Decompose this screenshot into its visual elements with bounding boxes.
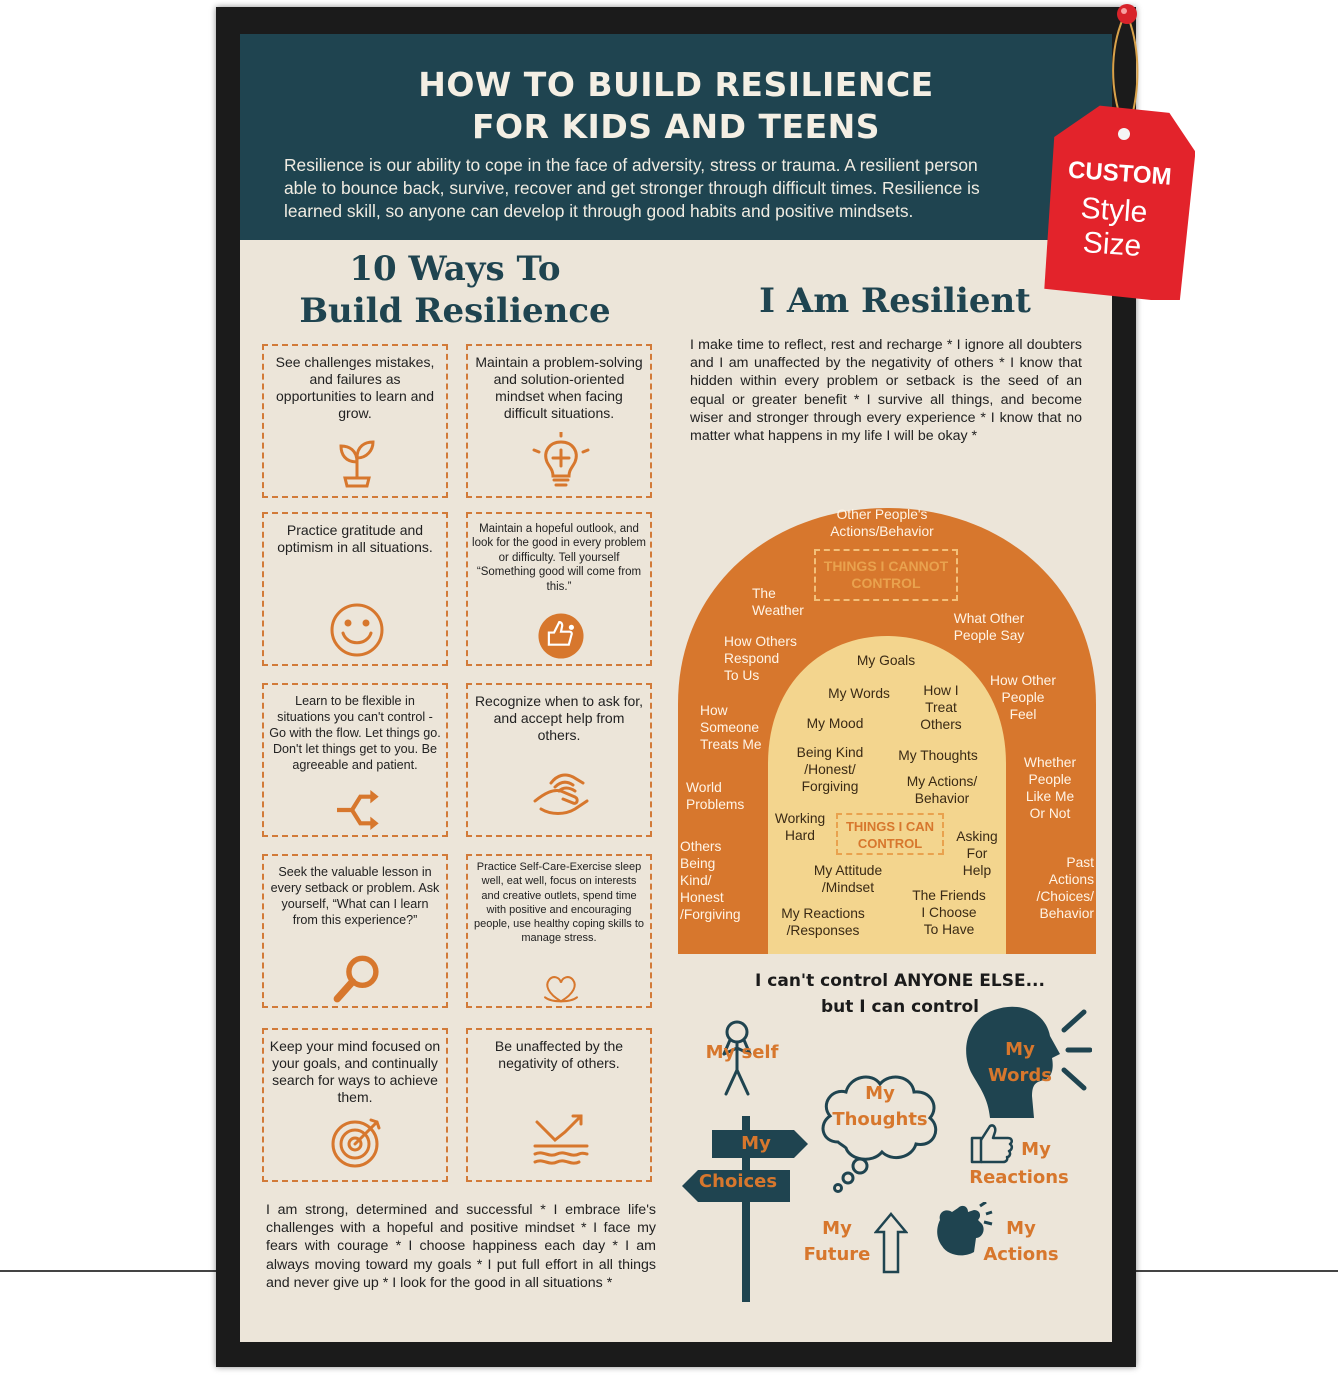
can-control-label: THINGS I CAN CONTROL <box>836 813 944 855</box>
way-card: Seek the valuable lesson in every setbac… <box>262 854 448 1008</box>
custom-tag <box>1044 105 1195 300</box>
my-reactions-label-2: Reactions <box>969 1167 1069 1188</box>
control-arch <box>678 508 1096 954</box>
flexible-arrows-icon <box>337 790 379 830</box>
thumbs-up-face-icon <box>538 613 584 659</box>
ctl-reactions: My Reactions /Responses <box>781 906 865 938</box>
ctl-like-me: Whether People Like Me Or Not <box>1023 755 1077 821</box>
way-card-text: Practice gratitude and optimism in all s… <box>277 522 433 555</box>
thumbs-up-icon <box>970 1124 1014 1164</box>
ctl-friends: The Friends I Choose To Have <box>912 888 986 937</box>
way-card: Keep your mind focused on your goals, an… <box>262 1028 448 1182</box>
ctl-treat-others: How I Treat Others <box>920 683 962 732</box>
my-choices-label-1: My <box>741 1133 771 1154</box>
heart-hands-icon <box>544 976 578 1003</box>
intro-line-1: Resilience is our ability to cope in the… <box>284 155 978 175</box>
way-card-text: Maintain a hopeful outlook, and look for… <box>472 523 646 593</box>
ctl-asking: Asking For Help <box>956 829 998 878</box>
way-card-text: See challenges mistakes, and failures as… <box>275 354 435 421</box>
poster: HOW TO BUILD RESILIENCE FOR KIDS AND TEE… <box>240 34 1112 1342</box>
poster-title: HOW TO BUILD RESILIENCE FOR KIDS AND TEE… <box>240 64 1112 148</box>
plant-icon <box>339 440 375 488</box>
pin-icon <box>1117 4 1137 24</box>
title-line-2: FOR KIDS AND TEENS <box>471 107 880 146</box>
up-arrow-icon <box>874 1212 908 1274</box>
my-actions-label: My Actions <box>983 1218 1059 1265</box>
way-card: Practice Self-Care-Exercise sleep well, … <box>466 854 652 1008</box>
lightbulb-puzzle-icon <box>532 432 590 487</box>
way-card-text: Learn to be flexible in situations you c… <box>269 694 441 772</box>
way-card-text: Recognize when to ask for, and accept he… <box>474 693 644 743</box>
way-card-text: Be unaffected by the negativity of other… <box>494 1038 624 1071</box>
way-card: Maintain a problem-solving and solution-… <box>466 344 652 498</box>
ctl-others-actions: Other People's Actions/Behavior <box>830 507 934 539</box>
title-line-1: HOW TO BUILD RESILIENCE <box>418 65 934 104</box>
ctl-being-kind: Others Being Kind/ Honest /Forgiving <box>680 839 741 922</box>
tag-line-3: Size <box>1081 226 1143 263</box>
way-card-text: Keep your mind focused on your goals, an… <box>269 1038 441 1105</box>
cannot-control-label: THINGS I CANNOT CONTROL <box>814 549 958 601</box>
ctl-words: My Words <box>828 686 890 701</box>
signpost-icon <box>682 1116 808 1302</box>
way-card: See challenges mistakes, and failures as… <box>262 344 448 498</box>
resilient-title: I Am Resilient <box>759 281 1031 321</box>
ctl-attitude: My Attitude /Mindset <box>813 863 883 895</box>
floor-shadow-left <box>0 1270 230 1272</box>
magnifier-icon <box>333 955 379 1003</box>
ctl-mood: My Mood <box>806 716 864 731</box>
my-self-label: My self <box>705 1042 779 1063</box>
ctl-weather: The Weather <box>752 586 804 618</box>
poster-frame: HOW TO BUILD RESILIENCE FOR KIDS AND TEE… <box>216 7 1136 1367</box>
rising-arrow-icon <box>533 1114 589 1165</box>
ways-title: 10 Ways To Build Resilience <box>270 248 640 332</box>
ctl-actions: My Actions/ Behavior <box>906 774 978 806</box>
my-reactions-label-1: My <box>1021 1139 1051 1160</box>
ctl-treats: How Someone Treats Me <box>700 703 762 752</box>
ctl-kind: Being Kind /Honest/ Forgiving <box>796 745 864 794</box>
ctl-what-say: What Other People Say <box>953 611 1025 643</box>
my-future-label: My Future <box>803 1218 871 1265</box>
way-card: Be unaffected by the negativity of other… <box>466 1028 652 1182</box>
affirmation-text: I am strong, determined and successful *… <box>266 1202 656 1291</box>
ctl-goals: My Goals <box>856 653 916 668</box>
ctl-thoughts: My Thoughts <box>898 748 978 763</box>
floor-shadow-right <box>1120 1270 1338 1272</box>
thought-cloud-icon <box>821 1075 938 1193</box>
ways-title-line-2: Build Resilience <box>299 291 611 331</box>
ctl-past: Past Actions /Choices/ Behavior <box>1036 855 1094 921</box>
inner-arch <box>768 636 1006 954</box>
target-icon <box>331 1118 381 1168</box>
ctl-respond: How Others Respond To Us <box>724 634 797 683</box>
speaking-head-icon <box>966 1006 1092 1118</box>
stick-figure-icon <box>722 1020 752 1096</box>
fist-icon <box>937 1202 993 1256</box>
way-card-text: Maintain a problem-solving and solution-… <box>475 354 643 421</box>
my-words-label: My Words <box>987 1039 1053 1086</box>
ways-title-line-1: 10 Ways To <box>349 249 561 289</box>
poster-header: HOW TO BUILD RESILIENCE FOR KIDS AND TEE… <box>240 34 1112 240</box>
way-card: Learn to be flexible in situations you c… <box>262 683 448 837</box>
way-card: Recognize when to ask for, and accept he… <box>466 683 652 837</box>
helping-hands-icon <box>533 773 589 815</box>
intro-line-2: able to bounce back, survive, recover an… <box>284 178 980 198</box>
poster-intro: Resilience is our ability to cope in the… <box>284 154 1084 223</box>
my-choices-label-2: Choices <box>698 1171 778 1192</box>
way-card-text: Practice Self-Care-Exercise sleep well, … <box>474 861 644 945</box>
resilient-text: I make time to reflect, rest and recharg… <box>690 337 1082 445</box>
ctl-world: World Problems <box>686 780 745 812</box>
intro-line-3: learned skill, so anyone can develop it … <box>284 201 914 221</box>
smiley-icon <box>330 603 384 657</box>
way-card: Maintain a hopeful outlook, and look for… <box>466 512 652 666</box>
my-thoughts-label: My Thoughts <box>832 1083 928 1130</box>
ctl-feel: How Other People Feel <box>990 673 1056 722</box>
bottom-line-2: but I can control <box>820 997 979 1017</box>
way-card: Practice gratitude and optimism in all s… <box>262 512 448 666</box>
bottom-heading: I can't control ANYONE ELSE... but I can… <box>710 968 1090 1020</box>
way-card-text: Seek the valuable lesson in every setbac… <box>270 865 440 927</box>
ctl-working: Working Hard <box>774 811 826 843</box>
bottom-line-1: I can't control ANYONE ELSE... <box>755 971 1045 991</box>
